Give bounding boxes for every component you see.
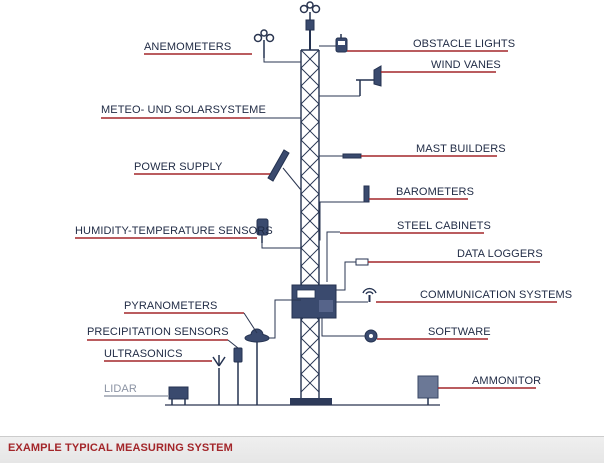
label-meteo-solar: METEO- UND SOLARSYSTEME [101, 104, 266, 119]
ammonitor-cabinet-icon [417, 375, 439, 405]
label-anemometers: ANEMOMETERS [144, 41, 252, 55]
label-power-supply: POWER SUPPLY [134, 161, 270, 175]
svg-text:POWER SUPPLY: POWER SUPPLY [134, 161, 223, 173]
anemometer-side-icon [253, 29, 275, 58]
lattice-brace [300, 211, 320, 231]
svg-text:PYRANOMETERS: PYRANOMETERS [124, 300, 218, 312]
label-mast-builders: MAST BUILDERS [361, 143, 506, 157]
lattice-brace [300, 121, 320, 141]
barometer-icon [363, 185, 370, 203]
label-wind-vanes: WIND VANES [381, 59, 501, 73]
lattice-brace [300, 157, 320, 177]
anemometer-top-icon [299, 1, 321, 31]
label-steel-cabinets: STEEL CABINETS [340, 220, 491, 234]
lattice-brace [300, 175, 320, 195]
label-barometers: BAROMETERS [369, 186, 474, 200]
lattice-brace [300, 193, 320, 213]
svg-text:BAROMETERS: BAROMETERS [396, 186, 474, 198]
label-communication: COMMUNICATION SYSTEMS [376, 289, 572, 303]
svg-text:WIND VANES: WIND VANES [431, 59, 501, 71]
lattice-brace [300, 319, 320, 339]
label-lidar: LIDAR [104, 383, 169, 397]
svg-text:DATA LOGGERS: DATA LOGGERS [457, 248, 543, 260]
svg-text:ANEMOMETERS: ANEMOMETERS [144, 41, 231, 53]
ultrasonic-anemometer-icon [212, 355, 226, 405]
svg-text:HUMIDITY-TEMPERATURE SENSORS: HUMIDITY-TEMPERATURE SENSORS [75, 225, 273, 237]
svg-text:METEO- UND SOLARSYSTEME: METEO- UND SOLARSYSTEME [101, 104, 266, 116]
wind-vane-icon [356, 65, 382, 96]
svg-text:PRECIPITATION SENSORS: PRECIPITATION SENSORS [87, 326, 229, 338]
steel-cabinet-icon [291, 231, 340, 319]
svg-text:ULTRASONICS: ULTRASONICS [104, 348, 183, 360]
svg-text:LIDAR: LIDAR [104, 383, 137, 395]
communication-antenna-icon [362, 287, 377, 302]
precipitation-sensor-icon [233, 347, 243, 405]
svg-text:MAST BUILDERS: MAST BUILDERS [416, 143, 506, 155]
label-data-loggers: DATA LOGGERS [368, 248, 543, 263]
label-ultrasonics: ULTRASONICS [104, 348, 212, 362]
label-ammonitor: AMMONITOR [438, 375, 541, 389]
label-humidity-temperature: HUMIDITY-TEMPERATURE SENSORS [75, 225, 273, 239]
label-software: SOFTWARE [377, 326, 491, 340]
solar-panel-icon [267, 149, 290, 182]
humidity-temperature-sensor-icon [256, 218, 269, 243]
lattice-mast [290, 20, 332, 405]
svg-text:STEEL CABINETS: STEEL CABINETS [397, 220, 491, 232]
lattice-brace [300, 139, 320, 159]
lidar-unit-icon [168, 386, 189, 405]
lattice-brace [300, 229, 320, 249]
svg-text:SOFTWARE: SOFTWARE [428, 326, 491, 338]
label-pyranometers: PYRANOMETERS [124, 300, 258, 334]
software-disc-icon [364, 329, 378, 343]
label-obstacle-lights: OBSTACLE LIGHTS [347, 38, 515, 52]
lattice-brace [300, 67, 320, 87]
data-logger-icon [355, 258, 369, 266]
lattice-brace [300, 103, 320, 123]
lattice-brace [300, 265, 320, 285]
pyranometer-icon [244, 328, 270, 405]
svg-text:OBSTACLE LIGHTS: OBSTACLE LIGHTS [413, 38, 515, 50]
lattice-brace [300, 337, 320, 357]
svg-text:COMMUNICATION SYSTEMS: COMMUNICATION SYSTEMS [420, 289, 572, 301]
footer-title: EXAMPLE TYPICAL MEASURING SYSTEM [8, 442, 233, 454]
mast-foundation [290, 398, 332, 405]
lattice-brace [300, 373, 320, 393]
mast-builders-icon [342, 153, 362, 159]
footer-bar: EXAMPLE TYPICAL MEASURING SYSTEM [0, 436, 604, 463]
lattice-brace [300, 85, 320, 105]
lattice-brace [300, 49, 320, 69]
lattice-brace [300, 355, 320, 375]
lattice-brace [300, 247, 320, 267]
label-precipitation: PRECIPITATION SENSORS [87, 326, 239, 349]
svg-text:AMMONITOR: AMMONITOR [472, 375, 541, 387]
obstacle-light-icon [335, 34, 348, 53]
